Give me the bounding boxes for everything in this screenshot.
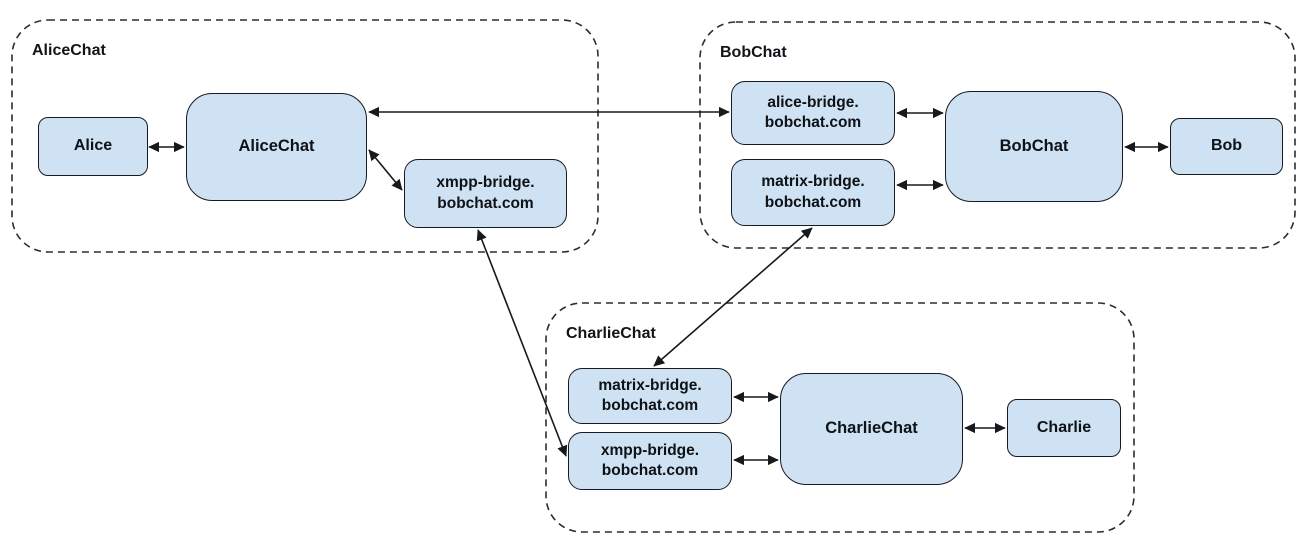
group-label-bobchat-group: BobChat: [720, 44, 787, 61]
node-matrix-bridge-bob: matrix-bridge. bobchat.com: [731, 159, 895, 226]
node-xmpp-bridge-alice: xmpp-bridge. bobchat.com: [404, 159, 567, 228]
node-charliechat-server: CharlieChat: [780, 373, 963, 485]
group-label-alicechat-group: AliceChat: [32, 42, 106, 59]
node-matrix-bridge-charlie: matrix-bridge. bobchat.com: [568, 368, 732, 424]
group-label-charliechat-group: CharlieChat: [566, 325, 656, 342]
node-xmpp-bridge-charlie: xmpp-bridge. bobchat.com: [568, 432, 732, 490]
node-alice: Alice: [38, 117, 148, 176]
node-alice-bridge-bob: alice-bridge. bobchat.com: [731, 81, 895, 145]
node-bobchat-server: BobChat: [945, 91, 1123, 202]
node-charlie: Charlie: [1007, 399, 1121, 457]
edge-alicechat--xmpp-bridge-a: [368, 149, 403, 191]
node-bob: Bob: [1170, 118, 1283, 175]
node-alicechat-server: AliceChat: [186, 93, 367, 201]
edge-xmpp-bridge-a--xmpp-bridge-c: [476, 229, 568, 457]
edge-matrix-bridge-b--matrix-bridge-c: [653, 227, 813, 367]
